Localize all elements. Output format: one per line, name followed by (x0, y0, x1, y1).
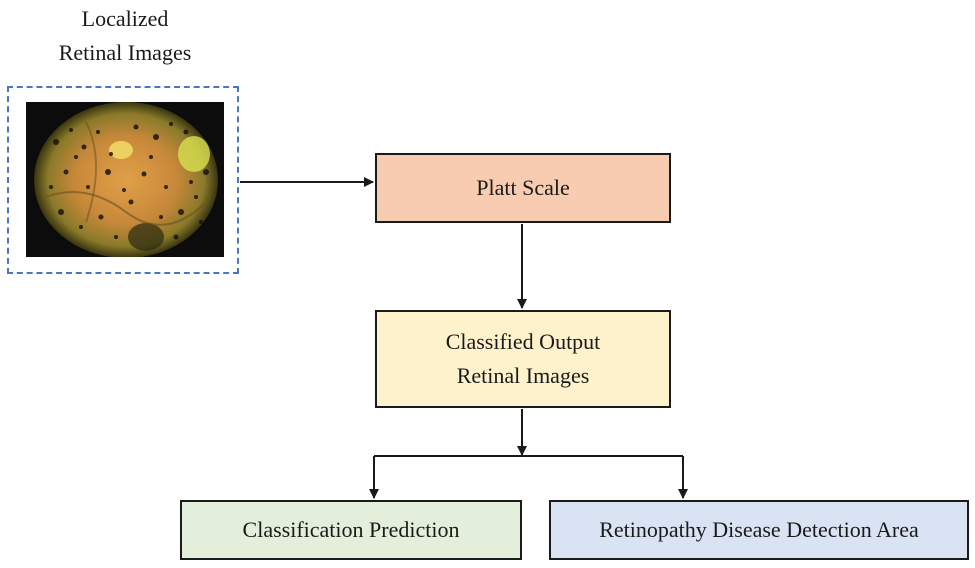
input-label-line1: Localized (81, 6, 169, 31)
retinal-image-frame (7, 86, 239, 274)
retinopathy-detection-label: Retinopathy Disease Detection Area (599, 517, 919, 542)
retinopathy-detection-box: Retinopathy Disease Detection Area (549, 500, 969, 560)
retina-fundus-picture (34, 102, 218, 257)
platt-scale-label: Platt Scale (476, 175, 570, 200)
classified-output-box: Classified Output Retinal Images (375, 310, 671, 408)
input-label: Localized Retinal Images (10, 2, 240, 70)
classification-prediction-box: Classification Prediction (180, 500, 522, 560)
retinal-image (26, 102, 224, 257)
classified-output-label-line2: Retinal Images (456, 363, 590, 388)
input-label-line2: Retinal Images (58, 40, 192, 65)
classification-prediction-label: Classification Prediction (242, 517, 460, 542)
platt-scale-box: Platt Scale (375, 153, 671, 223)
classified-output-label-line1: Classified Output (445, 329, 601, 354)
